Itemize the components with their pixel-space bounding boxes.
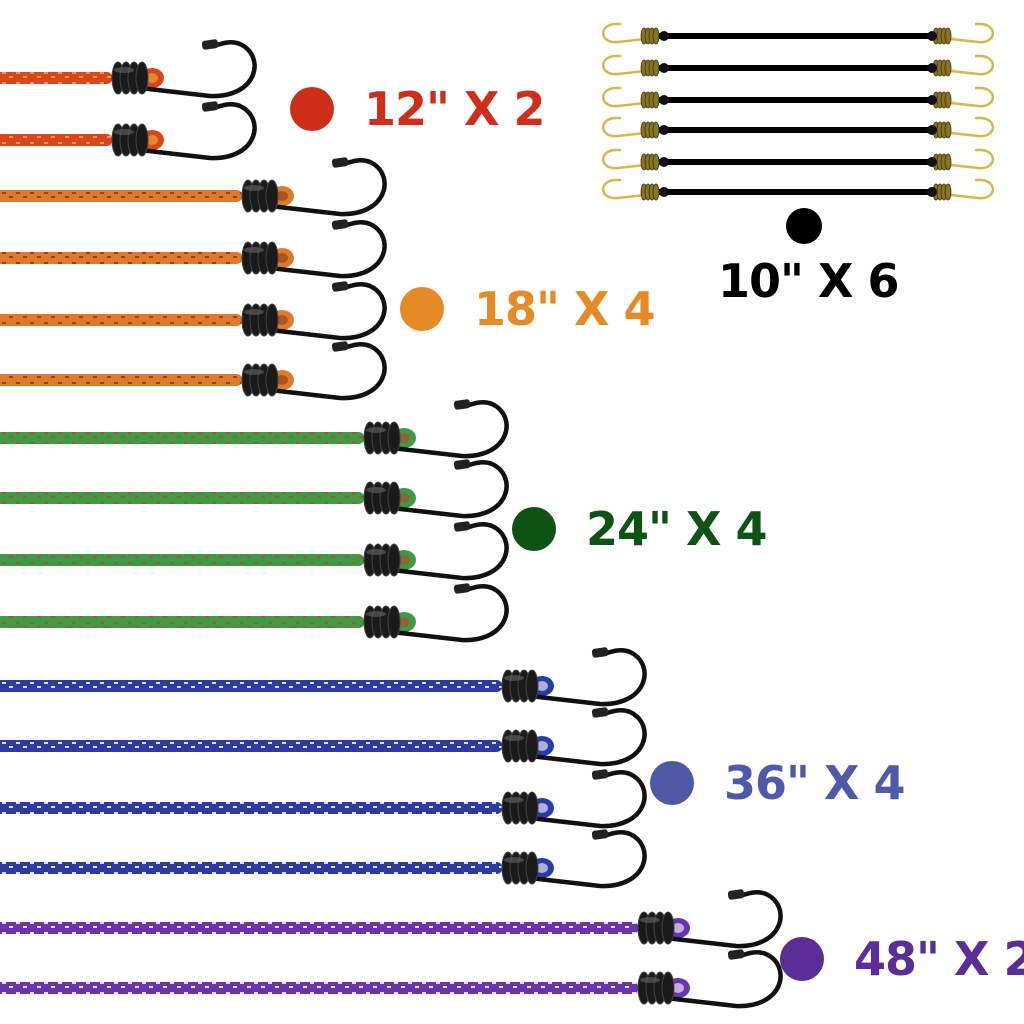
bungee-cord-36-3 — [0, 769, 647, 829]
color-dot-24 — [512, 507, 556, 551]
cords-layer — [0, 39, 783, 1009]
bungee-cord-24-2 — [0, 459, 509, 519]
group-label-text-12: 12" X 2 — [364, 82, 545, 136]
bungee-cord-24-1 — [0, 399, 509, 459]
bungee-cord-18-4 — [0, 341, 387, 401]
bungee-cord-18-1 — [0, 157, 387, 217]
color-dot-36 — [650, 761, 694, 805]
bungee-cord-12-1 — [0, 39, 257, 99]
small-cords-layer — [602, 22, 994, 201]
group-label-text-18: 18" X 4 — [474, 282, 655, 336]
color-dot-48 — [780, 937, 824, 981]
bungee-cord-24-3 — [0, 521, 509, 581]
bungee-cord-36-1 — [0, 647, 647, 707]
group-label-text-36: 36" X 4 — [724, 756, 905, 810]
color-dot-12 — [290, 87, 334, 131]
group-label-24: 24" X 4 — [512, 502, 767, 556]
group-label-text-24: 24" X 4 — [586, 502, 767, 556]
group-label-36: 36" X 4 — [650, 756, 905, 810]
small-bungee-cord-2 — [602, 54, 994, 77]
small-bungee-cord-3 — [602, 86, 994, 109]
group-label-text-48: 48" X 2 — [854, 932, 1024, 986]
bungee-cord-18-3 — [0, 281, 387, 341]
bungee-cord-24-4 — [0, 583, 509, 643]
color-dot-10 — [786, 208, 822, 244]
group-label-10: 10" X 6 — [718, 254, 899, 308]
bungee-cord-36-4 — [0, 829, 647, 889]
group-label-48: 48" X 2 — [780, 936, 1024, 982]
bungee-cord-12-2 — [0, 101, 257, 161]
group-label-12: 12" X 2 — [290, 82, 545, 136]
bungee-cord-36-2 — [0, 707, 647, 767]
color-dot-18 — [400, 287, 444, 331]
bungee-cord-48-1 — [0, 889, 783, 949]
small-bungee-cord-6 — [602, 178, 994, 201]
small-bungee-cord-1 — [602, 22, 994, 45]
group-label-18: 18" X 4 — [400, 282, 655, 336]
bungee-cord-48-2 — [0, 949, 783, 1009]
bungee-cord-18-2 — [0, 219, 387, 279]
small-bungee-cord-5 — [602, 148, 994, 171]
small-bungee-cord-4 — [602, 116, 994, 139]
